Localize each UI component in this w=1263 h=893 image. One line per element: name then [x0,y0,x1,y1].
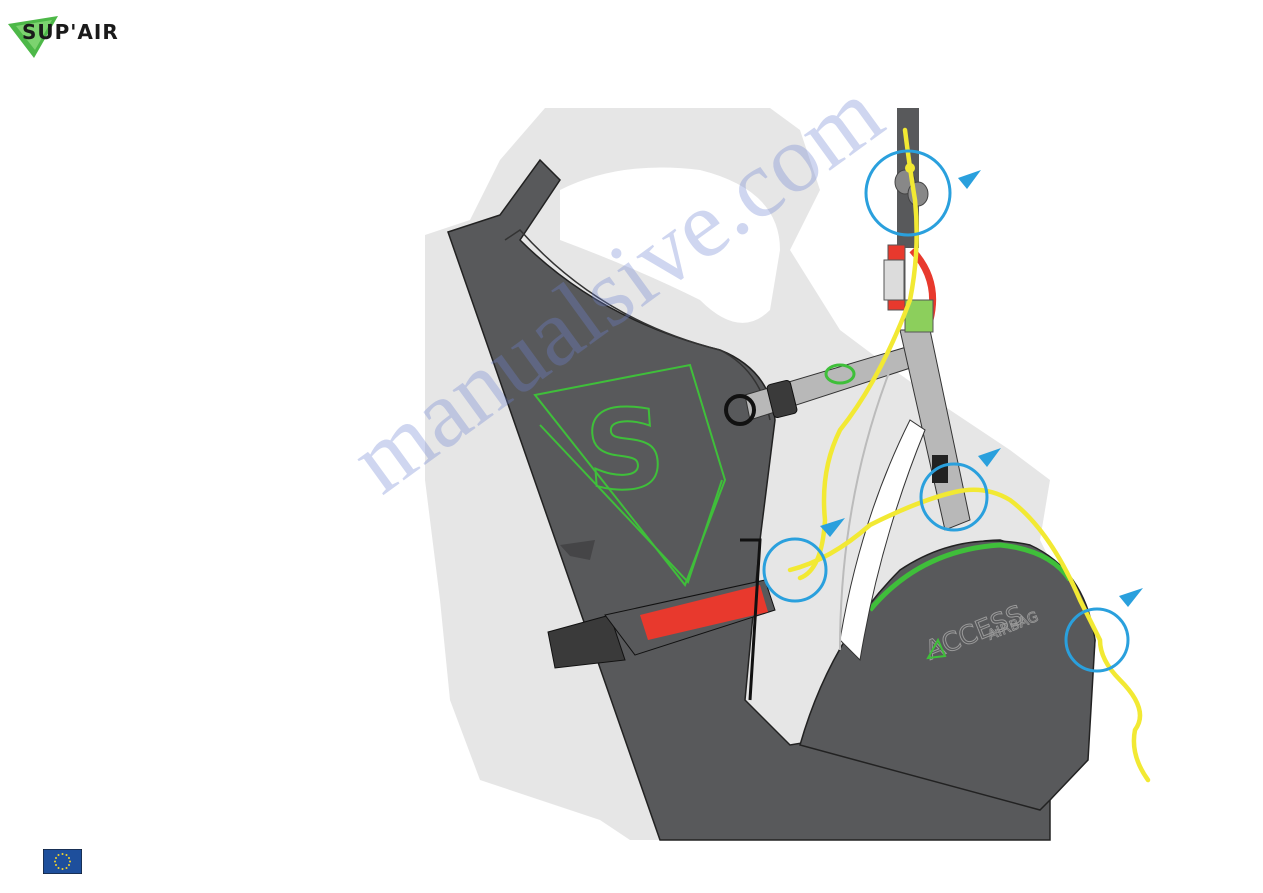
svg-text:S: S [581,383,669,516]
eu-flag-icon [43,849,82,874]
